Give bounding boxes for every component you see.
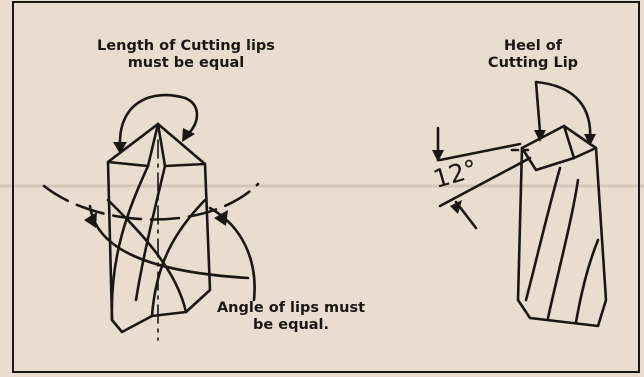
arrowhead-top-left <box>113 142 127 154</box>
angle-line-top <box>438 142 522 162</box>
length-of-lips-label: Length of Cutting lips must be equal <box>96 38 276 72</box>
arrowhead-top-right <box>182 128 195 142</box>
angle-label-line-2: be equal. <box>252 317 330 333</box>
angle-of-lips-label: Angle of lips must be equal. <box>206 300 376 334</box>
right-point-facet <box>520 124 576 172</box>
right-drill-figure <box>436 80 608 328</box>
left-flute-4 <box>106 198 188 314</box>
length-label-line-1: Length of Cutting lips <box>97 38 275 54</box>
arrowhead-lower-left <box>84 212 97 228</box>
right-drill-outline <box>516 124 608 328</box>
right-flute-2 <box>546 178 580 320</box>
arrowhead-angle-bottom <box>450 200 462 214</box>
lower-arc-right <box>208 206 256 302</box>
left-flute-3 <box>150 198 207 318</box>
arrowhead-angle-top <box>432 150 444 162</box>
left-flute-1 <box>110 164 150 322</box>
left-arrowheads <box>84 128 228 228</box>
heel-label-line-1: Heel of <box>503 38 563 54</box>
right-flute-3 <box>574 238 600 324</box>
angle-label-line-1: Angle of lips must <box>216 300 366 316</box>
arrowhead-heel-left <box>534 130 546 142</box>
arrowhead-heel-right <box>584 134 596 146</box>
right-arrowheads <box>432 130 596 214</box>
heel-label-line-2: Cutting Lip <box>487 55 579 71</box>
top-arrow-arc <box>118 93 199 144</box>
right-flute-1 <box>524 166 562 302</box>
arrowhead-lower-right <box>214 210 228 226</box>
heel-arrow-arc <box>534 80 592 142</box>
length-label-line-2: must be equal <box>127 55 245 71</box>
right-point-edge <box>572 146 598 160</box>
lip-angle-arc <box>42 182 260 221</box>
diagram-border <box>12 1 640 373</box>
left-flute-2 <box>134 164 167 302</box>
left-drill-figure <box>42 93 260 341</box>
angle-line-bottom <box>438 156 532 208</box>
heel-arrow-line <box>534 80 542 134</box>
heel-of-lip-label: Heel of Cutting Lip <box>468 38 598 72</box>
